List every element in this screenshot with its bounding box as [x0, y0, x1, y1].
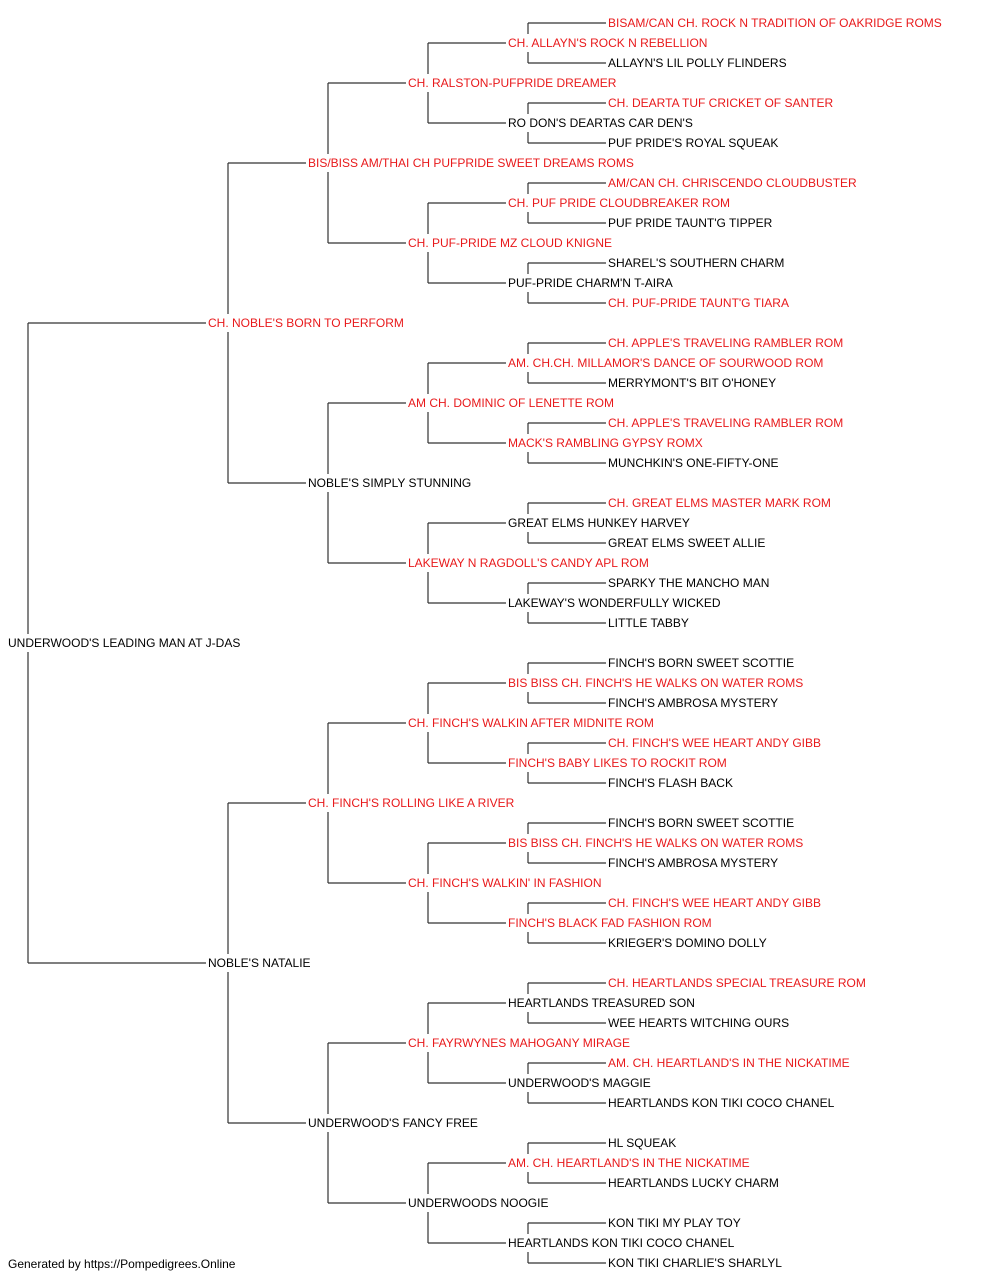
sire-name-gen5: KON TIKI MY PLAY TOY — [608, 1216, 741, 1230]
sire-name-gen3: CH. RALSTON-PUFPRIDE DREAMER — [408, 76, 617, 90]
sire-name-gen5: CH. APPLE'S TRAVELING RAMBLER ROM — [608, 416, 844, 430]
dam-name-gen5: LITTLE TABBY — [608, 616, 689, 630]
dam-name-gen5: MERRYMONT'S BIT O'HONEY — [608, 376, 777, 390]
sire-name-gen4: HEARTLANDS TREASURED SON — [508, 996, 695, 1010]
sire-name-gen5: CH. FINCH'S WEE HEART ANDY GIBB — [608, 736, 821, 750]
dam-name-gen5: ALLAYN'S LIL POLLY FLINDERS — [608, 56, 787, 70]
sire-name-gen5: AM. CH. HEARTLAND'S IN THE NICKATIME — [608, 1056, 850, 1070]
sire-name-gen3: AM CH. DOMINIC OF LENETTE ROM — [408, 396, 615, 410]
sire-name-gen5: FINCH'S BORN SWEET SCOTTIE — [608, 816, 795, 830]
sire-name-gen5: CH. DEARTA TUF CRICKET OF SANTER — [608, 96, 834, 110]
sire-name-gen5: SPARKY THE MANCHO MAN — [608, 576, 770, 590]
dam-name-gen5: KON TIKI CHARLIE'S SHARLYL — [608, 1256, 782, 1270]
sire-name-gen4: AM. CH. HEARTLAND'S IN THE NICKATIME — [508, 1156, 750, 1170]
sire-name-gen5: CH. FINCH'S WEE HEART ANDY GIBB — [608, 896, 821, 910]
sire-name-gen5: CH. HEARTLANDS SPECIAL TREASURE ROM — [608, 976, 866, 990]
generated-by-footer: Generated by https://Pompedigrees.Online — [8, 1257, 236, 1271]
dam-name-gen5: MUNCHKIN'S ONE-FIFTY-ONE — [608, 456, 779, 470]
sire-name-gen3: CH. FAYRWYNES MAHOGANY MIRAGE — [408, 1036, 631, 1050]
dam-name-gen2: UNDERWOOD'S FANCY FREE — [308, 1116, 478, 1130]
dam-name-gen1: NOBLE'S NATALIE — [208, 956, 311, 970]
sire-name-gen5: CH. APPLE'S TRAVELING RAMBLER ROM — [608, 336, 844, 350]
subject-dog-name: UNDERWOOD'S LEADING MAN AT J-DAS — [8, 636, 241, 650]
dam-name-gen3: CH. FINCH'S WALKIN' IN FASHION — [408, 876, 602, 890]
dam-name-gen5: HEARTLANDS LUCKY CHARM — [608, 1176, 779, 1190]
sire-name-gen4: BIS BISS CH. FINCH'S HE WALKS ON WATER R… — [508, 676, 804, 690]
dam-name-gen4: RO DON'S DEARTAS CAR DEN'S — [508, 116, 693, 130]
dam-name-gen3: CH. PUF-PRIDE MZ CLOUD KNIGNE — [408, 236, 613, 250]
dam-name-gen2: NOBLE'S SIMPLY STUNNING — [308, 476, 472, 490]
sire-name-gen2: BIS/BISS AM/THAI CH PUFPRIDE SWEET DREAM… — [308, 156, 634, 170]
dam-name-gen5: GREAT ELMS SWEET ALLIE — [608, 536, 766, 550]
sire-name-gen4: CH. PUF PRIDE CLOUDBREAKER ROM — [508, 196, 731, 210]
dam-name-gen5: PUF PRIDE'S ROYAL SQUEAK — [608, 136, 779, 150]
dam-name-gen5: CH. PUF-PRIDE TAUNT'G TIARA — [608, 296, 789, 310]
dam-name-gen5: FINCH'S FLASH BACK — [608, 776, 733, 790]
dam-name-gen5: KRIEGER'S DOMINO DOLLY — [608, 936, 767, 950]
dam-name-gen5: PUF PRIDE TAUNT'G TIPPER — [608, 216, 773, 230]
dam-name-gen4: MACK'S RAMBLING GYPSY ROMX — [508, 436, 703, 450]
dam-name-gen5: HEARTLANDS KON TIKI COCO CHANEL — [608, 1096, 835, 1110]
sire-name-gen5: AM/CAN CH. CHRISCENDO CLOUDBUSTER — [608, 176, 857, 190]
sire-name-gen4: CH. ALLAYN'S ROCK N REBELLION — [508, 36, 708, 50]
dam-name-gen4: PUF-PRIDE CHARM'N T-AIRA — [508, 276, 673, 290]
dam-name-gen5: FINCH'S AMBROSA MYSTERY — [608, 856, 779, 870]
sire-name-gen5: FINCH'S BORN SWEET SCOTTIE — [608, 656, 795, 670]
sire-name-gen4: BIS BISS CH. FINCH'S HE WALKS ON WATER R… — [508, 836, 804, 850]
dam-name-gen4: HEARTLANDS KON TIKI COCO CHANEL — [508, 1236, 735, 1250]
sire-name-gen5: SHAREL'S SOUTHERN CHARM — [608, 256, 785, 270]
sire-name-gen4: AM. CH.CH. MILLAMOR'S DANCE OF SOURWOOD … — [508, 356, 824, 370]
dam-name-gen5: WEE HEARTS WITCHING OURS — [608, 1016, 790, 1030]
sire-name-gen4: GREAT ELMS HUNKEY HARVEY — [508, 516, 690, 530]
sire-name-gen1: CH. NOBLE'S BORN TO PERFORM — [208, 316, 404, 330]
sire-name-gen5: HL SQUEAK — [608, 1136, 677, 1150]
sire-name-gen5: CH. GREAT ELMS MASTER MARK ROM — [608, 496, 831, 510]
sire-name-gen5: BISAM/CAN CH. ROCK N TRADITION OF OAKRID… — [608, 16, 942, 30]
sire-name-gen3: CH. FINCH'S WALKIN AFTER MIDNITE ROM — [408, 716, 654, 730]
sire-name-gen2: CH. FINCH'S ROLLING LIKE A RIVER — [308, 796, 515, 810]
dam-name-gen3: LAKEWAY N RAGDOLL'S CANDY APL ROM — [408, 556, 649, 570]
dam-name-gen3: UNDERWOODS NOOGIE — [408, 1196, 549, 1210]
dam-name-gen4: FINCH'S BABY LIKES TO ROCKIT ROM — [508, 756, 727, 770]
dam-name-gen4: LAKEWAY'S WONDERFULLY WICKED — [508, 596, 721, 610]
dam-name-gen5: FINCH'S AMBROSA MYSTERY — [608, 696, 779, 710]
dam-name-gen4: FINCH'S BLACK FAD FASHION ROM — [508, 916, 712, 930]
dam-name-gen4: UNDERWOOD'S MAGGIE — [508, 1076, 651, 1090]
